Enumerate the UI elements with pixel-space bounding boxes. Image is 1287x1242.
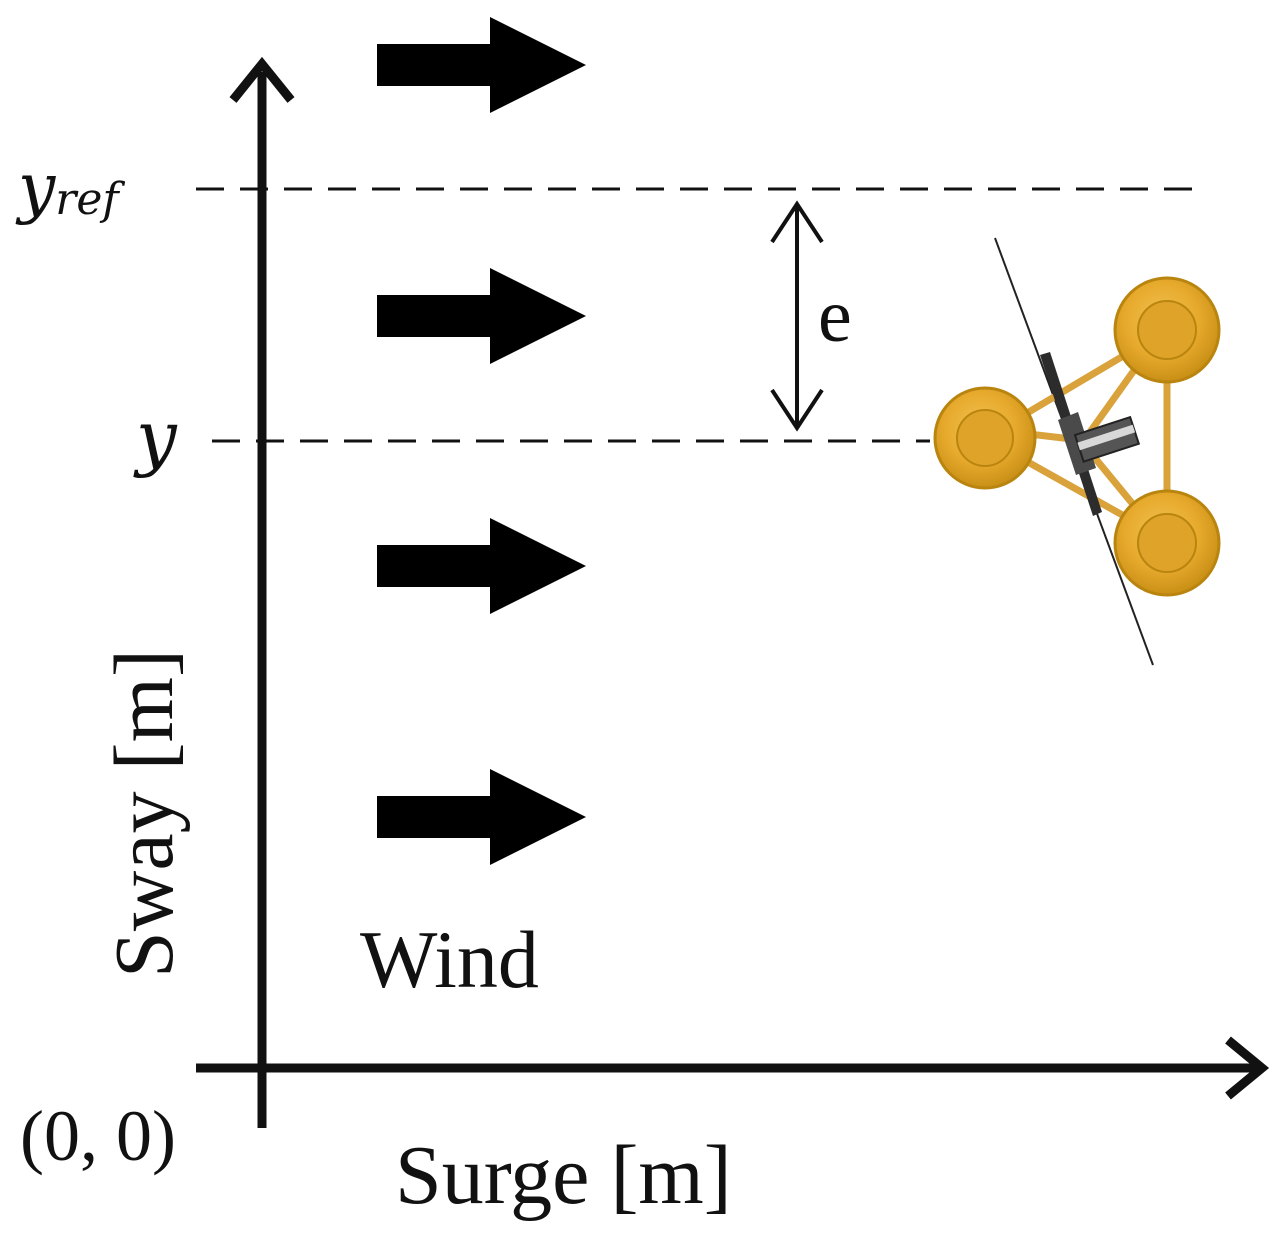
wind-arrow-icon — [377, 769, 586, 865]
wind-arrows — [377, 17, 586, 865]
surge-axis-label: Surge [m] — [395, 1129, 732, 1222]
surge-axis-arrowhead — [1225, 1036, 1270, 1100]
sway-axis-label: Sway [m] — [98, 649, 191, 978]
y-label: y — [133, 395, 178, 479]
sway-axis-arrowhead — [229, 56, 295, 103]
origin-label: (0, 0) — [20, 1096, 176, 1176]
error-double-arrow — [770, 200, 824, 432]
wind-arrow-icon — [377, 268, 586, 364]
e-label: e — [818, 274, 852, 358]
floating-wind-turbine-icon — [933, 237, 1221, 666]
turbine-nacelle — [1073, 415, 1141, 463]
y-ref-label: yref — [15, 149, 125, 226]
reference-lines — [196, 187, 1205, 443]
wind-arrow-icon — [377, 518, 586, 614]
axes — [196, 56, 1270, 1128]
wind-label: Wind — [360, 914, 539, 1005]
wind-arrow-icon — [377, 17, 586, 113]
